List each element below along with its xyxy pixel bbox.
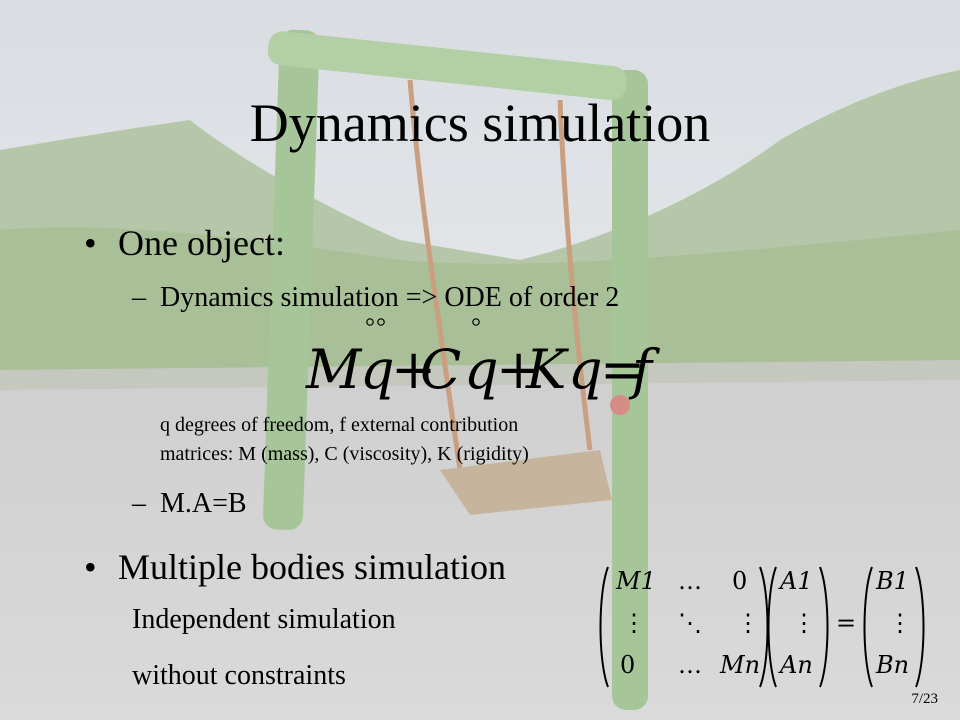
eq-rigidity: K [526, 338, 567, 401]
ddot-dot-1 [366, 318, 374, 326]
matrix-equation: M1 … 0 ⋮ ⋱ ⋮ 0 … Mn A1 ⋮ An = B1 ⋮ Bn [596, 563, 926, 691]
eq-q-ddot: q [360, 338, 395, 401]
dot-dot [472, 318, 480, 326]
bullet-multiple-bodies: Multiple bodies simulation [118, 547, 506, 587]
vector-bn: Bn [876, 651, 910, 679]
eq-plus-2: + [496, 338, 542, 401]
matrix-zero-top: 0 [732, 567, 748, 595]
eq-q-dot: q [464, 338, 499, 401]
sub-bullet-dash-2: – [132, 488, 146, 519]
eq-plus-1: + [391, 338, 437, 401]
sub-bullet-ode: Dynamics simulation => ODE of order 2 [160, 282, 620, 313]
line-constraints: without constraints [132, 660, 346, 691]
eq-force: f [632, 338, 652, 401]
sub-bullet-mab: M.A=B [160, 488, 247, 519]
matrix-ellipsis-bottom: … [678, 651, 702, 679]
matrix-vdots-left: ⋮ [622, 609, 646, 637]
matrix-m1: M1 [616, 567, 656, 595]
matrix-ellipsis-top: … [678, 567, 702, 595]
ddot-dot-2 [377, 318, 385, 326]
vector-a1: A1 [780, 567, 813, 595]
bullet-dot: • [84, 223, 97, 263]
vector-an: An [780, 651, 813, 679]
vector-b1: B1 [876, 567, 909, 595]
bullet-one-object: One object: [118, 223, 285, 263]
matrix-mn: Mn [720, 651, 761, 679]
matrix-equals: = [836, 609, 857, 637]
matrix-vdots-right: ⋮ [736, 609, 760, 637]
note-matrices: matrices: M (mass), C (viscosity), K (ri… [160, 443, 529, 465]
eq-equals: = [600, 338, 646, 401]
matrix-ddots: ⋱ [678, 609, 702, 637]
page-number: 7/23 [911, 691, 938, 707]
matrix-zero-bottom: 0 [620, 651, 636, 679]
eq-q: q [568, 338, 603, 401]
vector-a-vdots: ⋮ [792, 609, 816, 637]
vector-b-vdots: ⋮ [888, 609, 912, 637]
eq-viscosity: C [420, 338, 462, 401]
bullet-dot-2: • [84, 547, 97, 587]
eq-mass: M [306, 338, 362, 401]
slide-title: Dynamics simulation [249, 93, 711, 153]
matrix-brackets [599, 566, 925, 688]
line-independent: Independent simulation [132, 604, 396, 635]
note-degrees: q degrees of freedom, f external contrib… [160, 414, 519, 436]
sub-bullet-dash: – [132, 282, 146, 313]
